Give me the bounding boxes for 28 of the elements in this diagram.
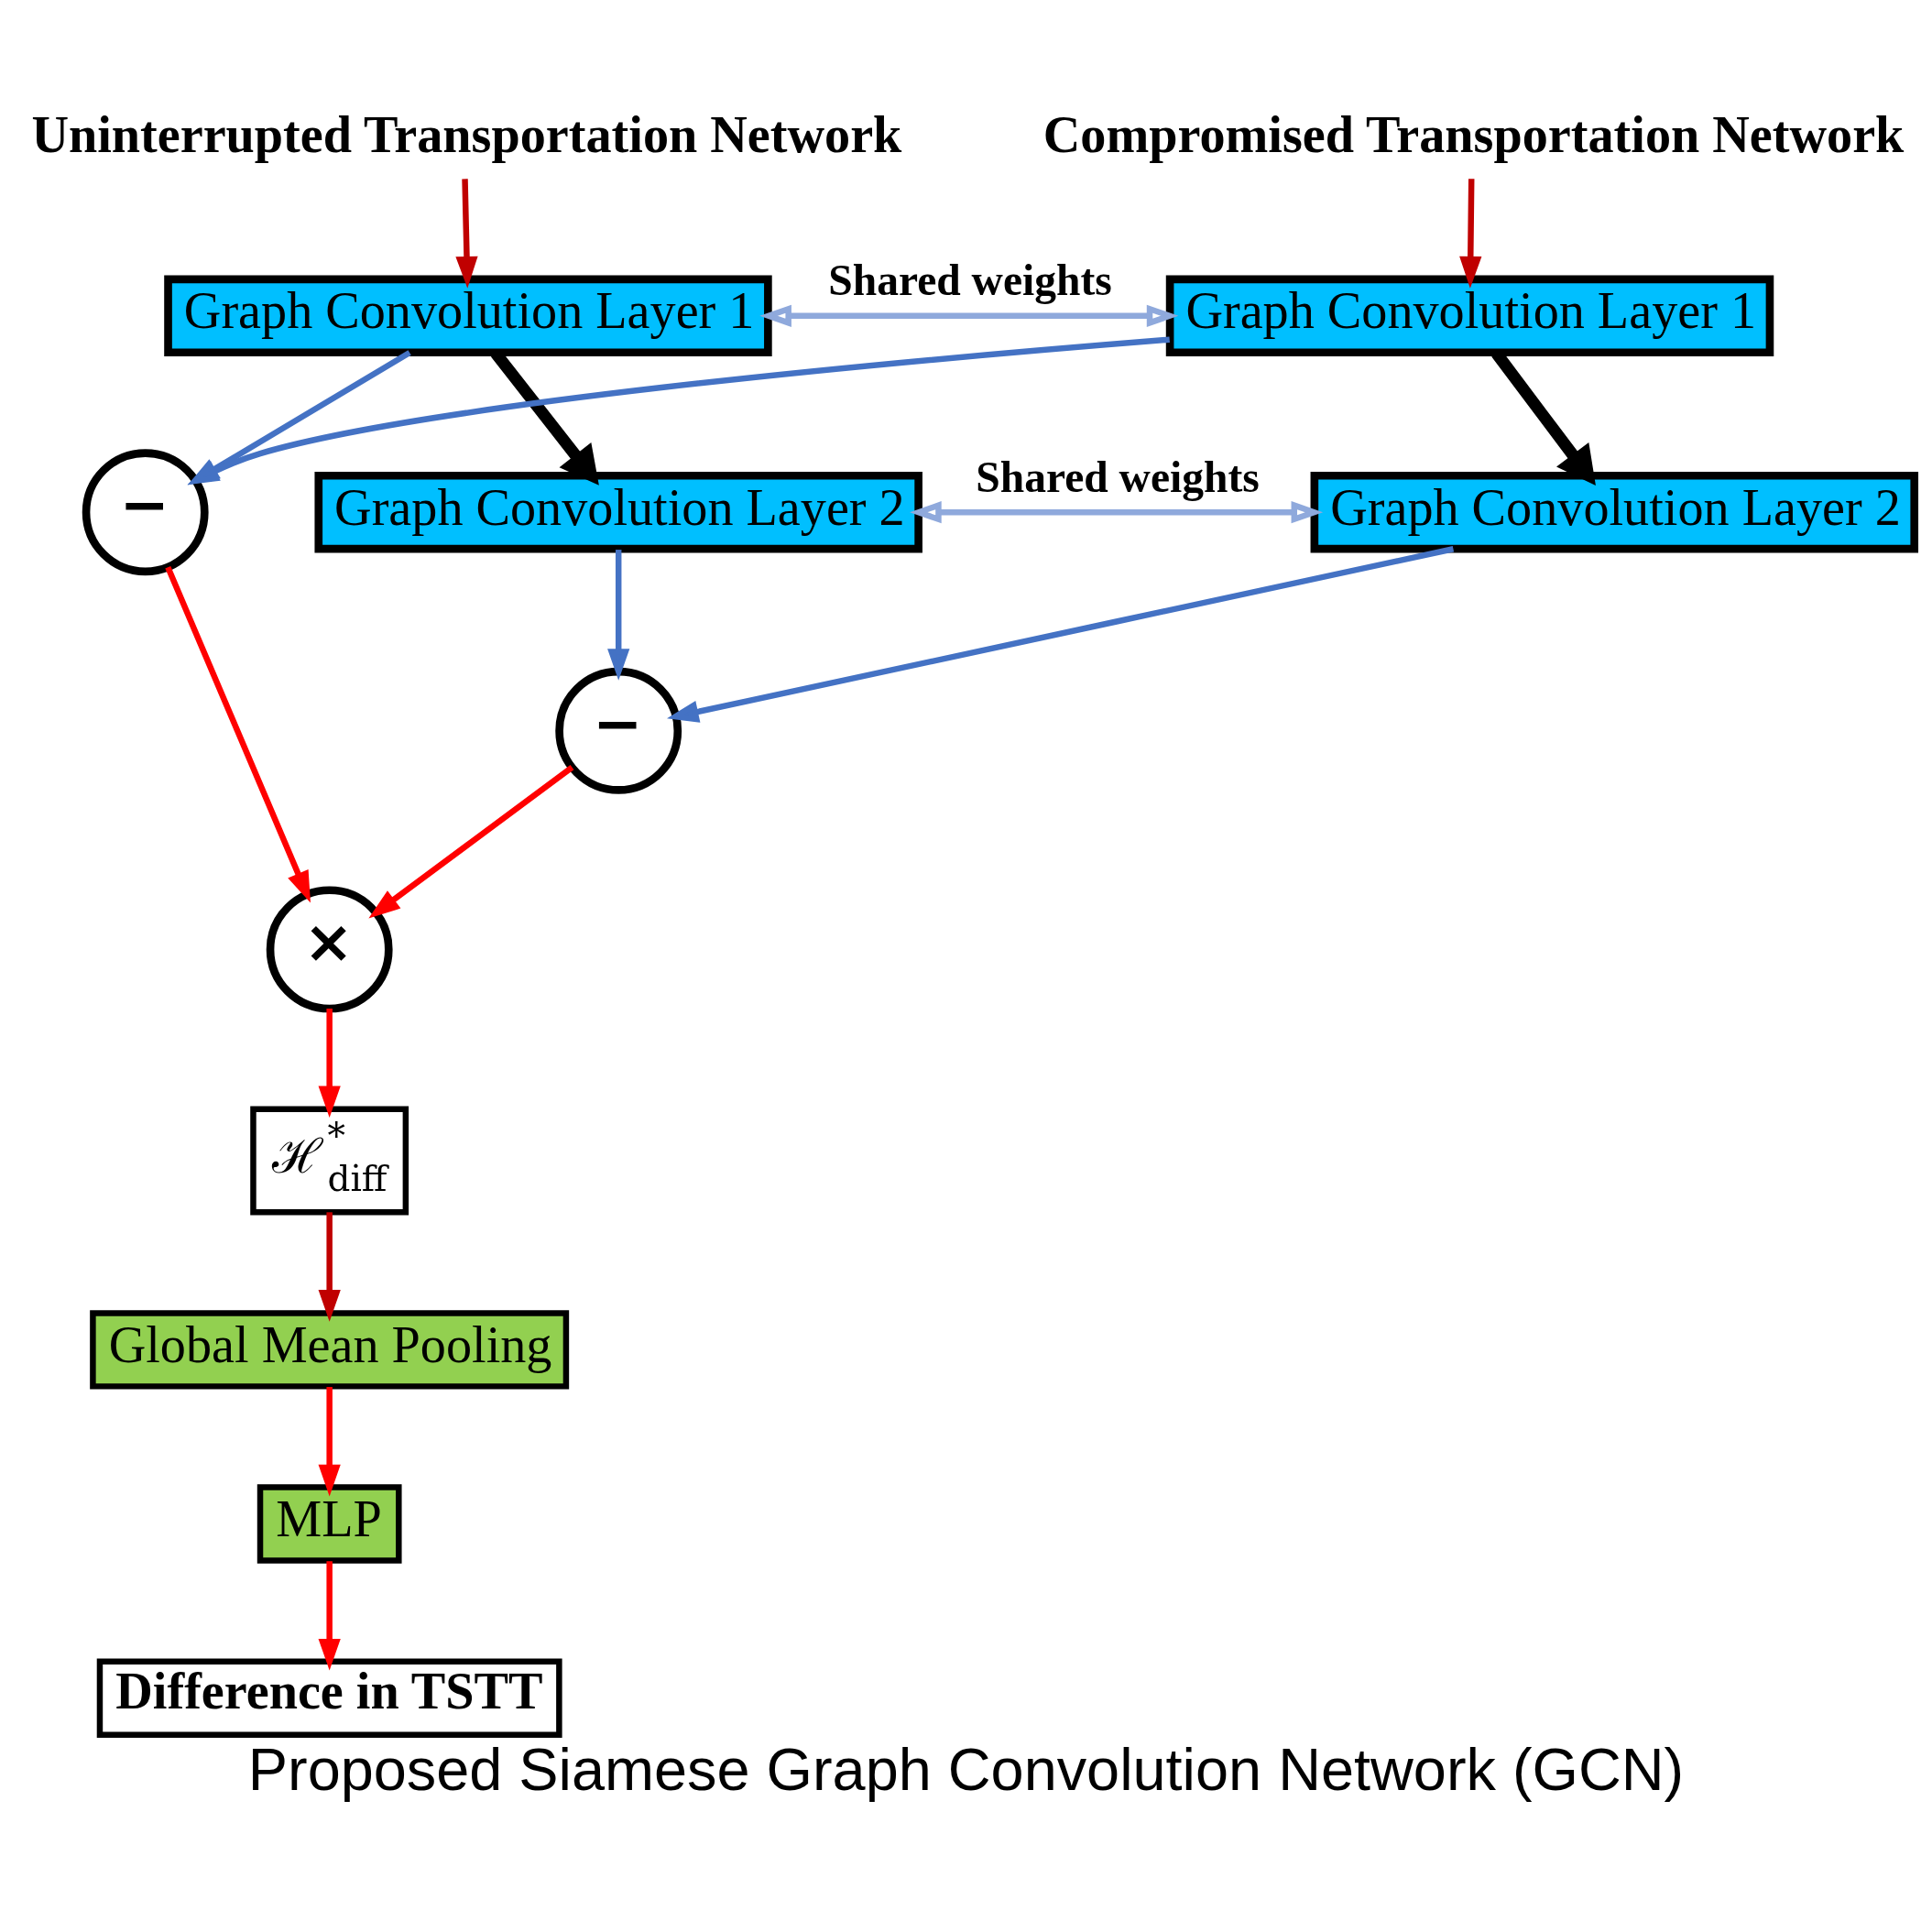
arrow [667, 546, 1455, 723]
arrow [1459, 179, 1482, 289]
node-text: Uninterrupted Transportation Network [31, 106, 902, 164]
arrow [607, 550, 630, 681]
edge-label: Shared weights [976, 453, 1260, 501]
caption: Proposed Siamese Graph Convolution Network (GCN) [247, 1736, 1685, 1804]
node-circle: − [82, 449, 209, 576]
arrow [910, 501, 1324, 524]
node-text: Compromised Transportation Network [1042, 106, 1905, 164]
arrow [318, 1212, 341, 1322]
arrow [368, 765, 574, 919]
node-box: MLP [257, 1484, 402, 1564]
arrow [759, 304, 1179, 327]
node-box: Graph Convolution Layer 1 [164, 275, 772, 357]
node-box: Difference in TSTT [96, 1658, 562, 1738]
arrow [187, 350, 411, 486]
node-box: Graph Convolution Layer 2 [314, 471, 922, 553]
edge-label: Shared weights [828, 256, 1112, 305]
node-circle: × [266, 886, 393, 1013]
node-box: Graph Convolution Layer 1 [1165, 275, 1774, 357]
arrow [318, 1561, 341, 1671]
node-circle: − [555, 667, 682, 794]
arrow [318, 1387, 341, 1497]
node-box: Graph Convolution Layer 2 [1310, 471, 1919, 553]
node-box: Global Mean Pooling [90, 1310, 570, 1390]
arrow [187, 336, 1170, 486]
arrow [455, 179, 478, 289]
arrow [165, 566, 311, 903]
